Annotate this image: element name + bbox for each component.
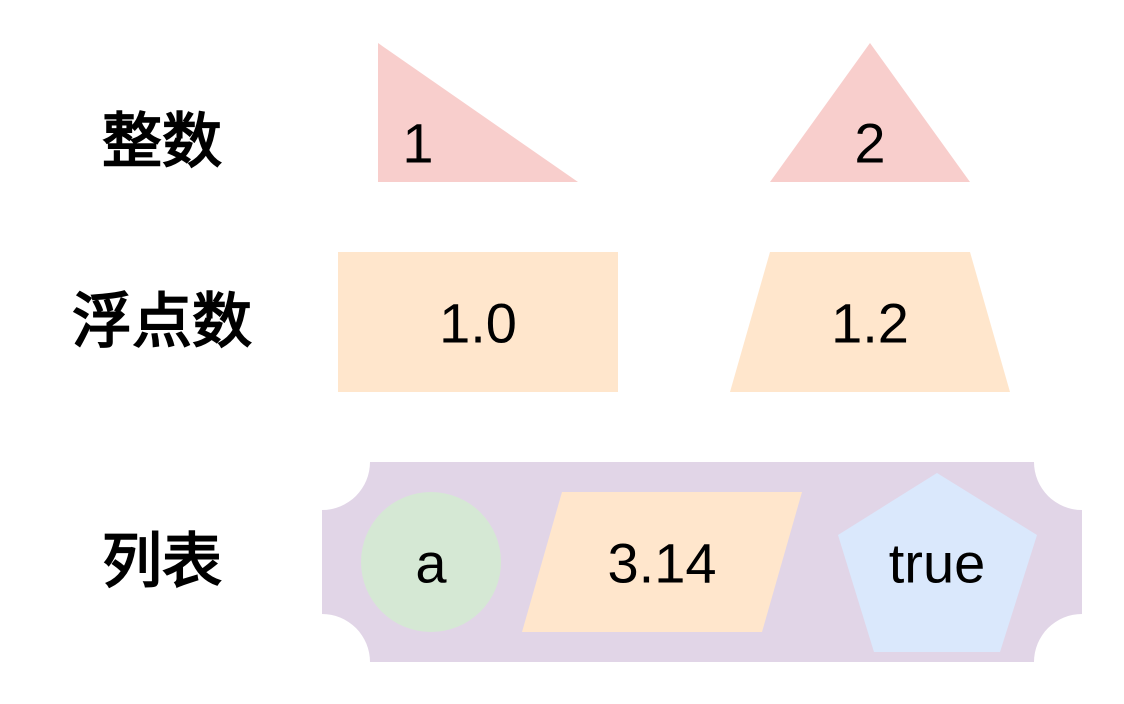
list-item-float-text: 3.14 [608, 532, 717, 595]
integer-value-2-text: 2 [854, 112, 885, 175]
float-value-2: 1.2 [730, 252, 1010, 392]
rectangle-shape [338, 252, 618, 392]
float-value-1: 1.0 [338, 252, 618, 392]
float-row-label: 浮点数 [72, 287, 252, 357]
right-triangle-shape [378, 43, 578, 182]
list-item-float: 3.14 [522, 492, 802, 632]
integer-row-label: 整数 [102, 107, 222, 177]
pentagon-shape [838, 473, 1037, 652]
list-item-string: a [361, 492, 501, 632]
trapezoid-shape [730, 252, 1010, 392]
integer-value-2: 2 [770, 43, 970, 182]
parallelogram-shape [522, 492, 802, 632]
float-value-2-text: 1.2 [831, 292, 909, 355]
list-row-label: 列表 [102, 527, 222, 597]
float-value-1-text: 1.0 [439, 292, 517, 355]
list-item-boolean: true [838, 473, 1037, 652]
circle-shape [361, 492, 501, 632]
integer-value-1-text: 1 [402, 112, 433, 175]
list-item-boolean-text: true [889, 532, 986, 595]
list-item-string-text: a [415, 532, 447, 595]
integer-value-1: 1 [378, 43, 578, 182]
triangle-shape [770, 43, 970, 182]
